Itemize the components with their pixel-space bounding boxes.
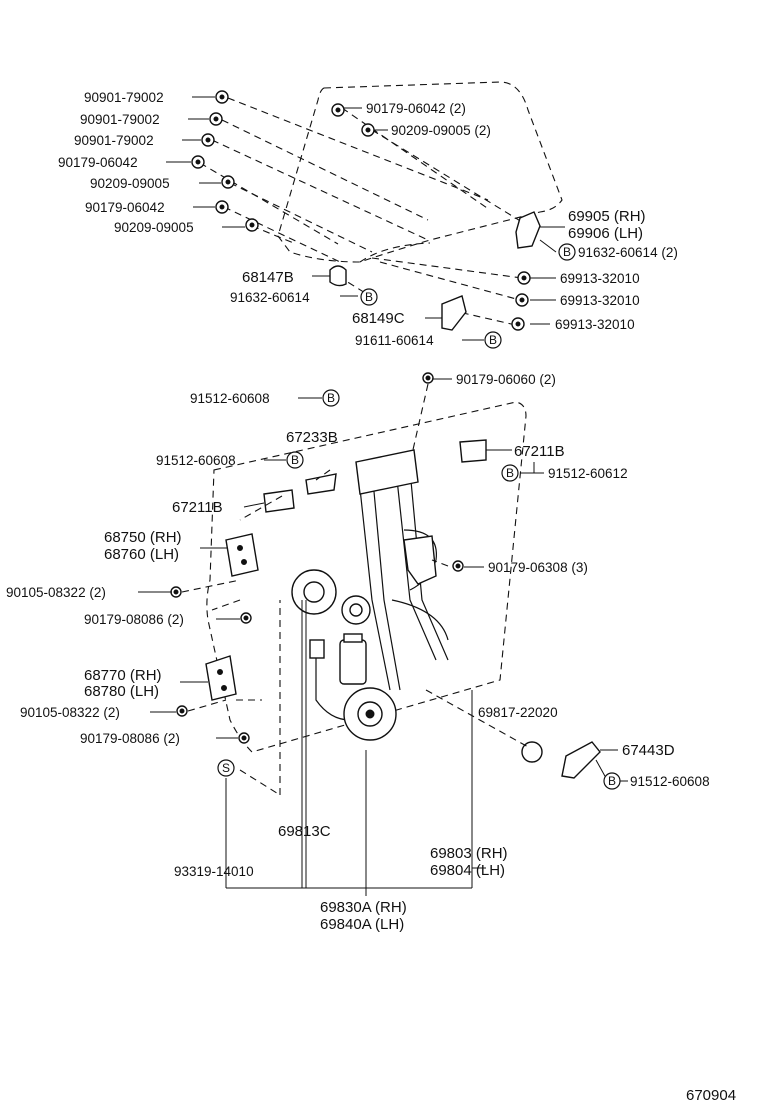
handle-67443d: [521, 741, 601, 779]
label-90105-08322-2: 90105-08322 (2): [20, 705, 120, 720]
label-leaders-top: [166, 96, 565, 341]
nut-icon: [361, 123, 375, 137]
label-68770-rh: 68770 (RH): [84, 667, 162, 684]
label-69906-lh: 69906 (LH): [568, 225, 643, 242]
b-marker-icon: B: [603, 772, 621, 790]
bolt-icon: [331, 103, 345, 117]
svg-text:B: B: [608, 774, 616, 788]
s-marker-icon: S: [217, 759, 235, 777]
b-marker-icon: B: [501, 464, 519, 482]
b-marker-icon: B: [558, 243, 576, 261]
upper-bracket-68750: [225, 533, 259, 577]
diagram-code: 670904: [686, 1087, 736, 1104]
svg-text:B: B: [489, 333, 497, 347]
svg-text:B: B: [291, 453, 299, 467]
lower-dash-leaders: [181, 383, 531, 796]
label-90209-09005-2: 90209-09005 (2): [391, 123, 491, 138]
glass-clamps: [329, 211, 541, 331]
label-69840a-lh: 69840A (LH): [320, 916, 404, 933]
b-marker-icon: B: [484, 331, 502, 349]
label-90179-06060-2: 90179-06060 (2): [456, 372, 556, 387]
b-marker-icon: B: [322, 389, 340, 407]
clip-67211b-right: [459, 439, 487, 463]
assembly-callouts: [225, 600, 486, 896]
bolt-icon: [191, 155, 205, 169]
bolt-icon: [215, 200, 229, 214]
label-69804-lh: 69804 (LH): [430, 862, 505, 879]
glass-fasteners-left: [191, 90, 375, 232]
nut-icon: [238, 732, 250, 744]
label-90179-08086-2: 90179-08086 (2): [80, 731, 180, 746]
svg-text:S: S: [222, 761, 230, 775]
b-marker-icon: B: [360, 288, 378, 306]
nut-icon: [515, 293, 529, 307]
nut-icon: [209, 112, 223, 126]
label-90179-08086-2: 90179-08086 (2): [84, 612, 184, 627]
svg-text:B: B: [365, 290, 373, 304]
label-90105-08322-2: 90105-08322 (2): [6, 585, 106, 600]
label-67443d: 67443D: [622, 742, 675, 759]
label-91512-60608: 91512-60608: [190, 391, 270, 406]
label-68760-lh: 68760 (LH): [104, 546, 179, 563]
nut-icon: [201, 133, 215, 147]
door-glass: [277, 81, 563, 263]
drum-cover-icon: [291, 569, 337, 615]
label-69813c: 69813C: [278, 823, 331, 840]
label-90901-79002: 90901-79002: [84, 90, 164, 105]
label-90179-06042-2: 90179-06042 (2): [366, 101, 466, 116]
bolt-icon: [170, 586, 182, 598]
label-90901-79002: 90901-79002: [80, 112, 160, 127]
label-69913-32010: 69913-32010: [560, 293, 640, 308]
label-93319-14010: 93319-14010: [174, 864, 254, 879]
nut-icon: [240, 612, 252, 624]
nut-icon: [511, 317, 525, 331]
label-90209-09005: 90209-09005: [90, 176, 170, 191]
label-90179-06042: 90179-06042: [58, 155, 138, 170]
label-67211b: 67211B: [172, 499, 223, 516]
nut-icon: [517, 271, 531, 285]
label-90901-79002: 90901-79002: [74, 133, 154, 148]
b-marker-icon: B: [286, 451, 304, 469]
label-67233b: 67233B: [286, 429, 338, 446]
clip-67211b-left: [263, 489, 295, 513]
label-68149c: 68149C: [352, 310, 405, 327]
motor-icon: [339, 633, 367, 685]
label-69913-32010: 69913-32010: [555, 317, 635, 332]
label-91632-60614-2: 91632-60614 (2): [578, 245, 678, 260]
lower-fasteners: [170, 372, 464, 744]
label-67211b: 67211B: [514, 443, 565, 460]
window-regulator-assembly: [291, 449, 449, 741]
label-90179-06308-3: 90179-06308 (3): [488, 560, 588, 575]
label-91512-60612: 91512-60612: [548, 466, 628, 481]
nut-icon: [215, 90, 229, 104]
label-68147b: 68147B: [242, 269, 294, 286]
svg-text:B: B: [563, 245, 571, 259]
svg-text:B: B: [327, 391, 335, 405]
svg-text:B: B: [506, 466, 514, 480]
nut-icon: [245, 218, 259, 232]
label-69830a-rh: 69830A (RH): [320, 899, 407, 916]
label-leaders-lower: [138, 378, 628, 782]
label-69803-rh: 69803 (RH): [430, 845, 508, 862]
label-91632-60614: 91632-60614: [230, 290, 310, 305]
label-69905-rh: 69905 (RH): [568, 208, 646, 225]
nut-icon: [221, 175, 235, 189]
label-68750-rh: 68750 (RH): [104, 529, 182, 546]
label-91512-60608: 91512-60608: [630, 774, 710, 789]
label-90209-09005: 90209-09005: [114, 220, 194, 235]
label-68780-lh: 68780 (LH): [84, 683, 159, 700]
nut-icon: [452, 560, 464, 572]
bolt-icon: [422, 372, 434, 384]
label-91611-60614: 91611-60614: [355, 333, 434, 348]
lower-bracket-68770: [205, 655, 237, 701]
bolt-icon: [176, 705, 188, 717]
part-labels: 90901-79002 90901-79002 90901-79002 9017…: [6, 90, 736, 1104]
clip-67233b: [305, 473, 337, 495]
label-69913-32010: 69913-32010: [560, 271, 640, 286]
label-69817-22020: 69817-22020: [478, 705, 558, 720]
label-90179-06042: 90179-06042: [85, 200, 165, 215]
label-91512-60608: 91512-60608: [156, 453, 236, 468]
gearbox-icon: [343, 687, 397, 741]
